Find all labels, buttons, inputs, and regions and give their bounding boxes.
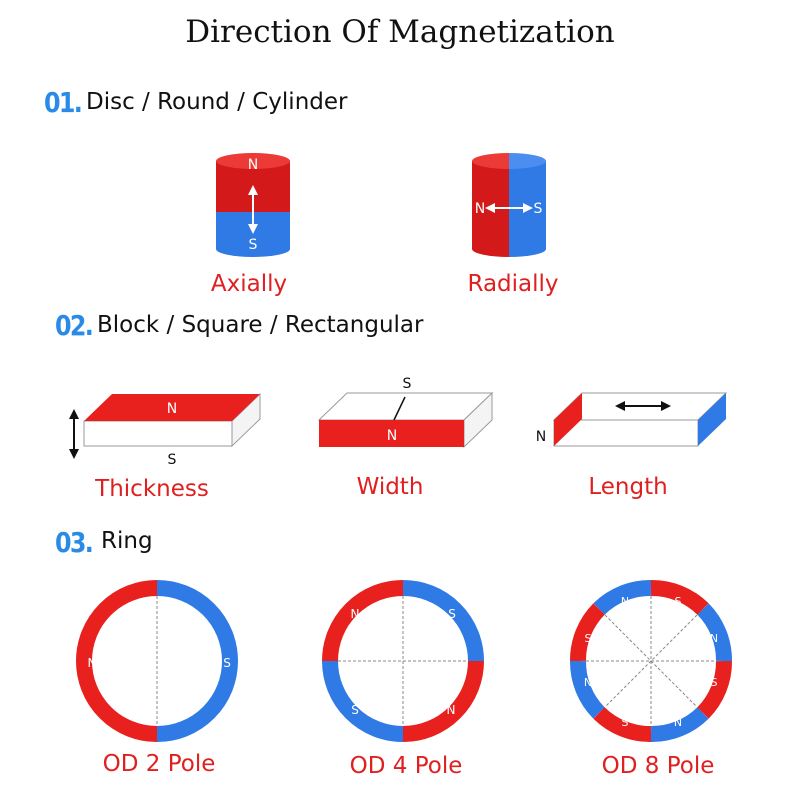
cylinder-axial-magnet: N S <box>216 153 290 257</box>
caption-axially: Axially <box>210 271 288 297</box>
caption-width: Width <box>356 474 424 500</box>
block-length-magnet: N <box>536 392 728 447</box>
caption-od-2-pole: OD 2 Pole <box>102 751 216 777</box>
page-title: Direction Of Magnetization <box>185 14 615 50</box>
cylinder-radial-magnet: N S <box>472 153 546 257</box>
width-pointer-line <box>393 396 406 421</box>
ring8-label-3: N <box>710 632 718 645</box>
ring8-label-5: N <box>674 716 682 729</box>
ring-od-2-pole: N S <box>76 580 238 742</box>
thickness-n-label: N <box>167 401 177 417</box>
ring4-n-label-1: N <box>351 607 360 621</box>
width-s-label: S <box>403 376 412 392</box>
width-n-label: N <box>387 428 397 444</box>
ring8-label-1: N <box>621 595 629 608</box>
caption-od-4-pole: OD 4 Pole <box>349 753 463 779</box>
block-width-magnet: S N <box>317 376 494 449</box>
section-3-number: 03. <box>55 526 94 559</box>
block-thickness-magnet: N S <box>69 392 261 468</box>
thickness-s-label: S <box>168 452 177 468</box>
section-2-title: Block / Square / Rectangular <box>97 312 424 338</box>
section-1-title: Disc / Round / Cylinder <box>86 89 348 115</box>
axial-s-label: S <box>249 237 258 253</box>
axial-n-label: N <box>248 157 258 173</box>
ring8-label-4: S <box>711 676 718 689</box>
ring-od-4-pole: N S S N <box>322 580 484 742</box>
caption-thickness: Thickness <box>95 476 209 502</box>
ring8-label-8: S <box>585 632 592 645</box>
caption-length: Length <box>588 474 668 500</box>
ring8-label-2: S <box>675 595 682 608</box>
length-n-label: N <box>536 429 546 445</box>
ring-od-8-pole: N S N S N S N S <box>569 579 733 743</box>
ring8-label-6: S <box>622 716 629 729</box>
ring2-n-label: N <box>88 656 97 670</box>
ring4-n-label-2: N <box>447 703 456 717</box>
section-1-number: 01. <box>44 86 83 119</box>
caption-od-8-pole: OD 8 Pole <box>601 753 715 779</box>
ring8-label-7: N <box>584 676 592 689</box>
caption-radially: Radially <box>467 271 559 297</box>
section-3-title: Ring <box>101 528 153 554</box>
ring4-s-label-1: S <box>448 607 456 621</box>
radial-n-label: N <box>475 201 485 217</box>
section-2-number: 02. <box>55 309 94 342</box>
radial-s-label: S <box>534 201 543 217</box>
ring2-s-label: S <box>223 656 231 670</box>
ring4-s-label-2: S <box>351 703 359 717</box>
